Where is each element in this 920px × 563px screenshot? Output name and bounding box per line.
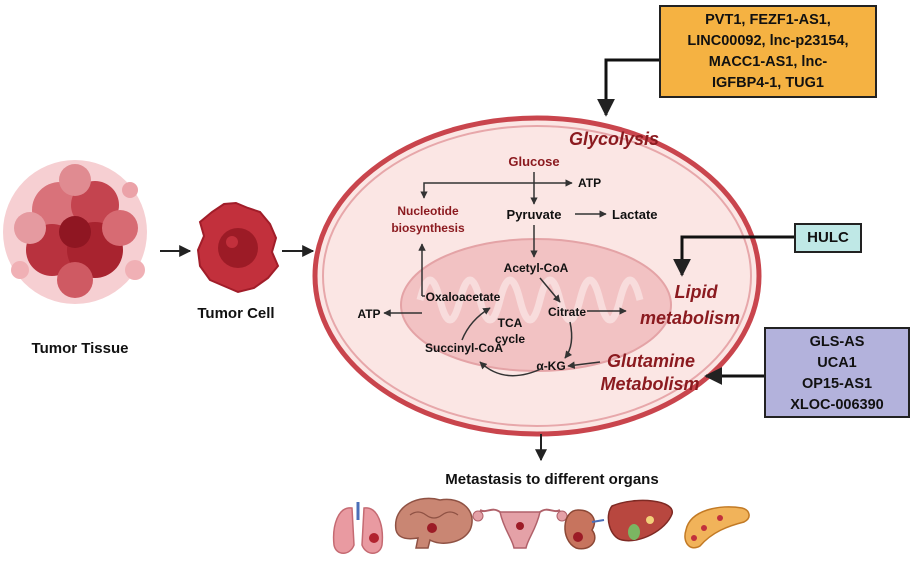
- tumor-cell-label: Tumor Cell: [197, 305, 274, 322]
- tumor-tissue-icon: [3, 160, 147, 304]
- glutamine-lncrna-line-3: OP15-AS1: [801, 376, 873, 392]
- tumor-tissue-label: Tumor Tissue: [32, 340, 129, 357]
- glutamine-lncrna-line-1: GLS-AS: [809, 334, 865, 350]
- glutamine-title-1: Glutamine: [607, 351, 695, 371]
- tca-label-2: cycle: [495, 332, 525, 346]
- atp-top-label: ATP: [578, 176, 601, 190]
- nucleotide-label-2: biosynthesis: [391, 221, 465, 235]
- glucose-label: Glucose: [508, 154, 559, 169]
- pancreas-icon: [684, 506, 750, 549]
- tumor-cell-icon: [196, 201, 280, 294]
- metastasis-label: Metastasis to different organs: [445, 471, 658, 488]
- atp-left-label: ATP: [357, 307, 380, 321]
- glutamine-lncrna-line-2: UCA1: [817, 355, 857, 371]
- glycolysis-lncrna-box: PVT1, FEZF1-AS1, LINC00092, lnc-p23154, …: [659, 5, 877, 98]
- lipid-title-1: Lipid: [675, 282, 719, 302]
- glycolysis-title: Glycolysis: [569, 129, 659, 149]
- brain-icon: [395, 497, 473, 549]
- glycolysis-lncrna-line-1: PVT1, FEZF1-AS1,: [705, 12, 831, 28]
- lipid-title-2: metabolism: [640, 308, 740, 328]
- lungs-icon: [332, 502, 384, 554]
- succinyl-coa-label: Succinyl-CoA: [425, 341, 503, 355]
- pyruvate-label: Pyruvate: [507, 207, 562, 222]
- citrate-label: Citrate: [548, 305, 586, 319]
- tca-label-1: TCA: [498, 316, 523, 330]
- glycolysis-lncrna-line-4: IGFBP4-1, TUG1: [712, 75, 824, 91]
- nucleotide-label-1: Nucleotide: [397, 204, 459, 218]
- glutamine-lncrna-box: GLS-AS UCA1 OP15-AS1 XLOC-006390: [764, 327, 910, 418]
- glycolysis-lncrna-line-2: LINC00092, lnc-p23154,: [687, 33, 849, 49]
- uterus-icon: [472, 508, 568, 549]
- lactate-label: Lactate: [612, 207, 658, 222]
- oxaloacetate-label: Oxaloacetate: [426, 290, 501, 304]
- akg-label: α-KG: [536, 359, 565, 373]
- box-connectors: [597, 58, 794, 385]
- liver-icon: [607, 499, 673, 542]
- glutamine-title-2: Metabolism: [600, 374, 699, 394]
- lipid-lncrna-box: HULC: [794, 223, 862, 253]
- pathway-arrows: [383, 172, 627, 377]
- glycolysis-lncrna-line-3: MACC1-AS1, lnc-: [708, 54, 828, 70]
- glutamine-lncrna-line-4: XLOC-006390: [790, 397, 884, 413]
- kidney-icon: [564, 509, 605, 550]
- lipid-lncrna-line-1: HULC: [807, 229, 849, 246]
- acetyl-coa-label: Acetyl-CoA: [504, 261, 569, 275]
- cell-membrane-inner: [322, 125, 752, 427]
- mitochondrion-icon: [400, 238, 672, 372]
